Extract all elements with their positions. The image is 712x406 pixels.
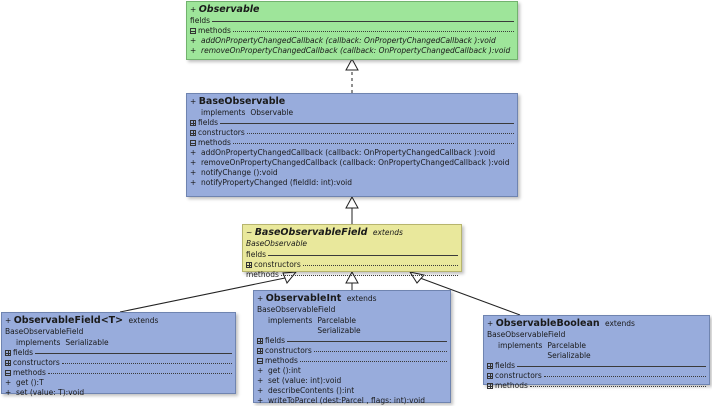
observable-boolean-header: + ObservableBoolean extends BaseObservab… <box>487 318 635 339</box>
expand-toggle-icon[interactable] <box>257 348 263 354</box>
base-observable-field-fields-section[interactable]: fields <box>243 250 461 260</box>
expand-toggle-icon[interactable] <box>5 360 11 366</box>
observable-int-methods-section[interactable]: methods <box>254 356 450 366</box>
observable-int-class-name: ObservableInt <box>265 293 342 304</box>
base-observable-methods-section[interactable]: methods <box>187 138 517 148</box>
method-row: +addOnPropertyChangedCallback (callback:… <box>190 36 496 45</box>
realization-arrowhead <box>345 57 359 71</box>
expand-toggle-icon[interactable] <box>487 383 493 389</box>
method-row: +describeContents ():int <box>257 386 355 395</box>
expand-toggle-icon[interactable] <box>5 350 11 356</box>
base-observable-header: + BaseObservable <box>187 94 517 108</box>
method-row: +set (value: T):void <box>5 388 85 397</box>
method-row: +notifyPropertyChanged (fieldId: int):vo… <box>190 178 353 187</box>
method-row: +set (value: int):void <box>257 376 342 385</box>
observable-field-fields-section[interactable]: fields <box>2 348 235 358</box>
observable-methods-section[interactable]: methods <box>187 26 517 36</box>
base-observable-field-class-name: BaseObservableField <box>254 227 368 238</box>
expand-toggle-icon[interactable] <box>487 363 493 369</box>
base-observable-constructors-section[interactable]: constructors <box>187 128 517 138</box>
methods-label: methods <box>198 26 231 35</box>
observable-field-class-name: ObservableField<T> <box>13 315 124 326</box>
expand-toggle-icon[interactable] <box>257 338 263 344</box>
collapse-toggle-icon[interactable] <box>5 370 11 376</box>
observable-boolean-class-box[interactable]: + ObservableBoolean extends BaseObservab… <box>483 315 710 390</box>
base-observable-class-name: BaseObservable <box>198 96 286 107</box>
observable-field-methods-section[interactable]: methods <box>2 368 235 378</box>
generalization-observable-boolean-line <box>419 277 521 316</box>
method-row: +removeOnPropertyChangedCallback (callba… <box>190 158 510 167</box>
observable-field-class-box[interactable]: + ObservableField<T> extends BaseObserva… <box>1 312 236 397</box>
generalization-arrowhead-mid <box>345 270 359 284</box>
expand-toggle-icon[interactable] <box>487 373 493 379</box>
observable-class-name: Observable <box>198 4 260 15</box>
observable-int-class-box[interactable]: + ObservableInt extends BaseObservableFi… <box>253 290 451 405</box>
method-row: +addOnPropertyChangedCallback (callback:… <box>190 148 496 157</box>
observable-int-header: + ObservableInt extends BaseObservableFi… <box>257 293 377 314</box>
base-observable-fields-section[interactable]: fields <box>187 118 517 128</box>
method-row: +removeOnPropertyChangedCallback (callba… <box>190 46 511 55</box>
collapse-toggle-icon[interactable] <box>257 358 263 364</box>
base-observable-field-header: ~ BaseObservableField extends BaseObserv… <box>246 227 403 248</box>
expand-toggle-icon[interactable] <box>246 262 252 268</box>
observable-header: + Observable <box>187 2 517 16</box>
observable-fields-section[interactable]: fields <box>187 16 517 26</box>
observable-boolean-constructors-section[interactable]: constructors <box>484 371 709 381</box>
observable-boolean-fields-section[interactable]: fields <box>484 361 709 371</box>
observable-int-fields-section[interactable]: fields <box>254 336 450 346</box>
fields-label: fields <box>190 16 211 25</box>
observable-field-constructors-section[interactable]: constructors <box>2 358 235 368</box>
base-observable-field-constructors-section[interactable]: constructors <box>243 260 461 270</box>
observable-field-header: + ObservableField<T> extends BaseObserva… <box>5 315 159 336</box>
base-observable-field-class-box[interactable]: ~ BaseObservableField extends BaseObserv… <box>242 224 462 279</box>
observable-visibility: + <box>190 5 197 14</box>
observable-boolean-class-name: ObservableBoolean <box>495 318 600 329</box>
collapse-toggle-icon[interactable] <box>190 28 196 34</box>
method-row: +notifyChange ():void <box>190 168 278 177</box>
expand-toggle-icon[interactable] <box>190 130 196 136</box>
method-row: +writeToParcel (dest:Parcel , flags: int… <box>257 396 426 405</box>
generalization-arrowhead <box>345 195 359 209</box>
expand-toggle-icon[interactable] <box>190 120 196 126</box>
observable-boolean-methods-section[interactable]: methods <box>484 381 709 391</box>
collapse-toggle-icon[interactable] <box>190 140 196 146</box>
observable-class-box[interactable]: + Observable fields methods +addOnProper… <box>186 1 518 60</box>
base-observable-field-methods-section[interactable]: methods <box>243 270 461 280</box>
method-row: +get ():int <box>257 366 301 375</box>
base-observable-visibility: + <box>190 97 197 106</box>
generalization-observable-field-line <box>119 277 286 313</box>
method-row: +get ():T <box>5 378 44 387</box>
observable-int-constructors-section[interactable]: constructors <box>254 346 450 356</box>
